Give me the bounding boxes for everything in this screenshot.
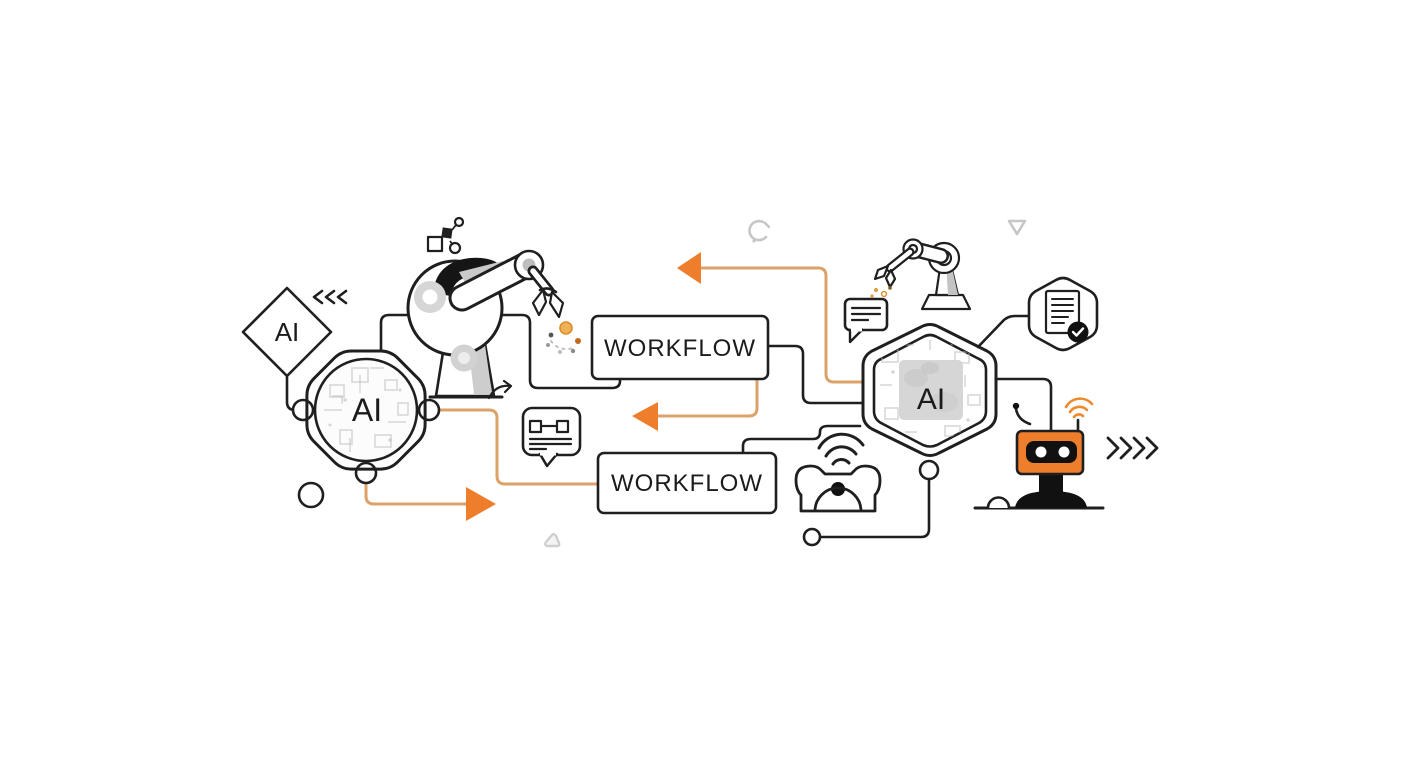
document-check-hexagon-icon	[1027, 276, 1099, 352]
workflow-bottom-rect	[596, 451, 778, 515]
endpoint-circle	[802, 527, 822, 547]
line-hex-to-endpoint	[818, 477, 931, 539]
workflow-top-label: WORKFLOW	[604, 335, 756, 362]
chip-circuit-pattern	[324, 367, 409, 452]
chip-nub-right	[417, 398, 441, 422]
line-chip-to-workflow-top	[379, 313, 622, 390]
chip-nub-bottom	[354, 461, 378, 485]
workflow-box-bottom: WORKFLOW	[596, 451, 778, 515]
gripper-claw	[531, 288, 548, 317]
triangle-down-icon	[1007, 219, 1027, 236]
robot-character-icon	[973, 397, 1105, 510]
chevrons-right-icon	[1106, 436, 1159, 460]
workflow-bottom-label: WORKFLOW	[611, 470, 763, 497]
ai-hexagon-node: AI	[861, 323, 998, 481]
hex-outer	[861, 323, 998, 457]
robotic-arm-large-icon	[406, 249, 581, 399]
arrow-left-top-icon	[677, 252, 701, 284]
mound	[986, 496, 1011, 510]
flow-line-middle	[655, 378, 759, 418]
flow-line-chip-down	[364, 479, 468, 506]
ai-chip-circle-node: AI	[291, 349, 441, 485]
hook-antenna-icon	[1012, 402, 1032, 426]
line-hex-to-document	[976, 314, 1031, 349]
chip-nub-left	[291, 398, 315, 422]
hex-circuit-pattern	[880, 340, 981, 437]
hex-bottom-nub	[918, 459, 940, 481]
flow-line-top	[698, 266, 863, 384]
line-workflow-top-to-hex	[766, 344, 863, 405]
robot-neck	[1039, 474, 1063, 494]
connector-lines	[285, 313, 1053, 547]
sparkle-particles-icon	[546, 321, 581, 354]
chip-ai-label: AI	[352, 392, 382, 428]
arrow-left-middle-icon	[632, 402, 658, 431]
robot-eye-right	[1058, 446, 1070, 458]
decor-circle	[297, 481, 325, 509]
flow-nodes-decor-icon	[426, 216, 465, 255]
line-workflow-bottom-to-hex	[741, 424, 862, 454]
triangle-small-icon	[544, 533, 561, 548]
diamond-shape	[241, 286, 333, 378]
diamond-ai-node: AI	[241, 286, 333, 378]
workflow-box-top: WORKFLOW	[590, 314, 770, 381]
chip-octagon	[305, 349, 427, 471]
chat-flowchart-icon	[521, 406, 582, 468]
robot-visor	[1026, 441, 1077, 463]
check-badge	[1067, 321, 1089, 343]
robot-eye-left	[1035, 446, 1047, 458]
hex-ai-label: AI	[917, 383, 945, 416]
workflow-top-rect	[590, 314, 770, 381]
chevrons-left-icon	[312, 289, 348, 305]
chat-lines-icon	[843, 297, 889, 344]
check-icon	[1071, 327, 1085, 337]
diamond-ai-label: AI	[275, 317, 300, 347]
smart-device-wifi-icon	[794, 432, 882, 513]
flow-line-chip-to-workflow-bottom	[432, 408, 599, 486]
wifi-signal-icon	[1064, 397, 1094, 419]
line-hex-to-robot	[994, 377, 1053, 433]
robot-body	[1015, 491, 1087, 508]
arrow-right-icon	[466, 487, 496, 521]
wifi-signal-icon	[817, 432, 865, 466]
hex-inner	[872, 333, 988, 448]
squiggle-arrow-icon	[487, 379, 513, 400]
refresh-icon	[748, 219, 771, 243]
orange-flow-lines	[364, 252, 863, 521]
